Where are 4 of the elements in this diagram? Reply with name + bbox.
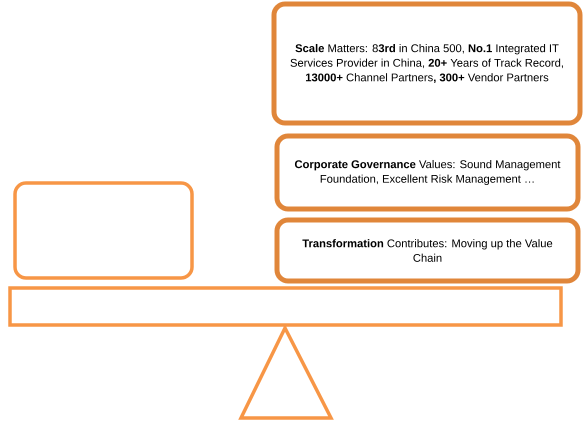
info-box: Transformation Contributes: Moving up the Value Chain [274, 217, 580, 284]
empty-box [13, 181, 194, 280]
info-box: Scale Matters: 83rd in China 500, No.1 Integrated IT Services Provider in China, 20+ Years of Track Record, 13000+ Channel Partners, 300+ Vendor Partners [272, 2, 582, 126]
info-box: Corporate Governance Values: Sound Management Foundation, Excellent Risk Management … [274, 134, 580, 212]
